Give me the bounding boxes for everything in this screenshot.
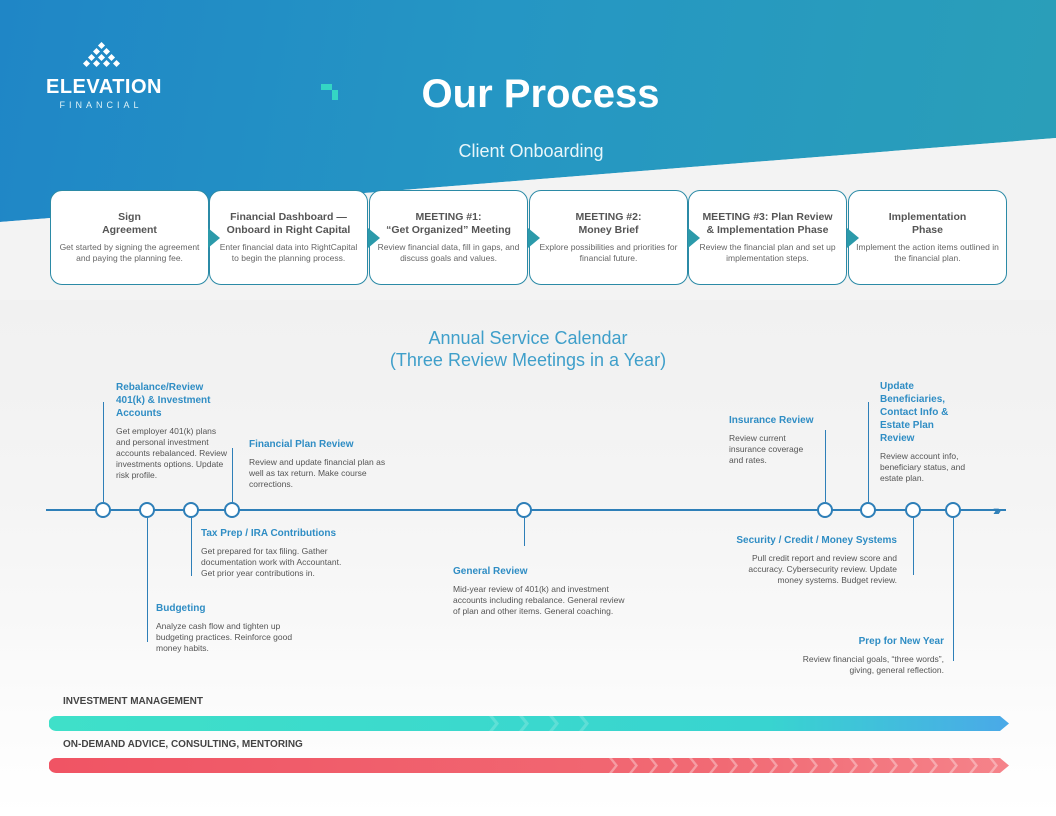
event-description: Get employer 401(k) plans and personal i… bbox=[116, 426, 228, 480]
step-arrow-icon bbox=[688, 228, 700, 248]
step-card: Financial Dashboard — Onboard in Right C… bbox=[209, 190, 368, 285]
event-new-year-prep: Prep for New Year Review financial goals… bbox=[786, 635, 944, 676]
timeline-node bbox=[905, 502, 921, 518]
event-description: Mid-year review of 401(k) and investment… bbox=[453, 584, 625, 616]
event-beneficiaries-update: Update Beneficiaries, Contact Info & Est… bbox=[880, 380, 970, 484]
timeline-stem bbox=[825, 430, 826, 502]
event-description: Pull credit report and review score and … bbox=[748, 553, 897, 585]
event-title: Tax Prep / IRA Contributions bbox=[201, 528, 337, 539]
page-subtitle: Client Onboarding bbox=[458, 141, 604, 161]
calendar-subtitle: (Three Review Meetings in a Year) bbox=[389, 350, 667, 370]
step-arrow-icon bbox=[368, 228, 380, 248]
timeline-node bbox=[945, 502, 961, 518]
step-card: Implementation Phase Implement the actio… bbox=[848, 190, 1007, 285]
brand-subname: FINANCIAL bbox=[59, 100, 143, 110]
timeline-node bbox=[183, 502, 199, 518]
step-arrow-icon bbox=[208, 228, 220, 248]
timeline-arrow-icon: ››› bbox=[993, 502, 1001, 518]
calendar-title: Annual Service Calendar (Three Review Me… bbox=[0, 327, 1056, 371]
step-card: MEETING #1: “Get Organized” Meeting Revi… bbox=[369, 190, 528, 285]
calendar-title-text: Annual Service Calendar bbox=[428, 328, 628, 348]
event-security-review: Security / Credit / Money Systems Pull c… bbox=[722, 534, 897, 586]
step-description: Review financial data, fill in gaps, and… bbox=[377, 242, 520, 263]
step-title: MEETING #3: Plan Review & Implementation… bbox=[702, 211, 833, 236]
event-description: Review financial goals, “three words”, g… bbox=[802, 654, 944, 675]
timeline-stem bbox=[191, 518, 192, 576]
timeline-node bbox=[817, 502, 833, 518]
brand-name: ELEVATION bbox=[46, 76, 162, 98]
investment-management-label: INVESTMENT MANAGEMENT bbox=[63, 696, 203, 707]
step-title: Sign Agreement bbox=[102, 211, 157, 236]
teal-accent-icon bbox=[321, 84, 338, 100]
advice-consulting-label: ON-DEMAND ADVICE, CONSULTING, MENTORING bbox=[63, 739, 303, 750]
timeline-node bbox=[224, 502, 240, 518]
event-title: Insurance Review bbox=[729, 415, 814, 426]
step-card: MEETING #2: Money Brief Explore possibil… bbox=[529, 190, 688, 285]
investment-management-bar bbox=[49, 716, 1009, 731]
step-title: MEETING #1: “Get Organized” Meeting bbox=[386, 211, 511, 236]
step-description: Enter financial data into RightCapital t… bbox=[219, 242, 358, 263]
advice-consulting-bar bbox=[49, 758, 1009, 773]
step-card: MEETING #3: Plan Review & Implementation… bbox=[688, 190, 847, 285]
step-card: Sign Agreement Get started by signing th… bbox=[50, 190, 209, 285]
step-title: MEETING #2: Money Brief bbox=[575, 211, 642, 236]
timeline-stem bbox=[913, 518, 914, 575]
event-title: Prep for New Year bbox=[858, 636, 944, 647]
timeline-stem bbox=[868, 402, 869, 502]
event-plan-review: Financial Plan Review Review and update … bbox=[249, 438, 397, 490]
step-arrow-icon bbox=[528, 228, 540, 248]
diamond-logo-icon bbox=[82, 42, 121, 68]
brand-logo: ELEVATION FINANCIAL bbox=[46, 42, 162, 112]
event-title: Financial Plan Review bbox=[249, 439, 354, 450]
event-insurance-review: Insurance Review Review current insuranc… bbox=[729, 414, 819, 466]
event-title: Rebalance/Review 401(k) & Investment Acc… bbox=[116, 382, 211, 419]
timeline-stem bbox=[232, 448, 233, 502]
event-description: Review account info, beneficiary status,… bbox=[880, 451, 966, 483]
step-title: Implementation Phase bbox=[888, 211, 967, 236]
timeline-node bbox=[139, 502, 155, 518]
timeline-stem bbox=[524, 518, 525, 546]
event-description: Analyze cash flow and tighten up budgeti… bbox=[156, 621, 293, 653]
event-budgeting: Budgeting Analyze cash flow and tighten … bbox=[156, 602, 296, 654]
step-description: Get started by signing the agreement and… bbox=[59, 242, 200, 263]
timeline-node bbox=[516, 502, 532, 518]
timeline-stem bbox=[953, 518, 954, 661]
event-title: Budgeting bbox=[156, 603, 206, 614]
step-title: Financial Dashboard — Onboard in Right C… bbox=[226, 211, 351, 236]
timeline-node bbox=[860, 502, 876, 518]
step-description: Explore possibilities and priorities for… bbox=[539, 242, 678, 263]
event-title: General Review bbox=[453, 566, 528, 577]
timeline-node bbox=[95, 502, 111, 518]
event-description: Review current insurance coverage and ra… bbox=[729, 433, 804, 465]
page-title: Our Process bbox=[421, 72, 660, 116]
timeline-stem bbox=[147, 518, 148, 642]
event-title: Security / Credit / Money Systems bbox=[736, 535, 897, 546]
event-tax-prep: Tax Prep / IRA Contributions Get prepare… bbox=[201, 527, 349, 579]
timeline-stem bbox=[103, 402, 104, 502]
event-title: Update Beneficiaries, Contact Info & Est… bbox=[880, 381, 949, 444]
step-arrow-icon bbox=[847, 228, 859, 248]
event-description: Get prepared for tax filing. Gather docu… bbox=[201, 546, 342, 578]
step-description: Implement the action items outlined in t… bbox=[856, 242, 999, 263]
event-general-review: General Review Mid-year review of 401(k)… bbox=[453, 565, 625, 617]
event-description: Review and update financial plan as well… bbox=[249, 457, 386, 489]
step-description: Review the financial plan and set up imp… bbox=[699, 242, 836, 263]
onboarding-steps: Sign Agreement Get started by signing th… bbox=[50, 190, 1008, 285]
event-rebalance: Rebalance/Review 401(k) & Investment Acc… bbox=[116, 381, 228, 481]
